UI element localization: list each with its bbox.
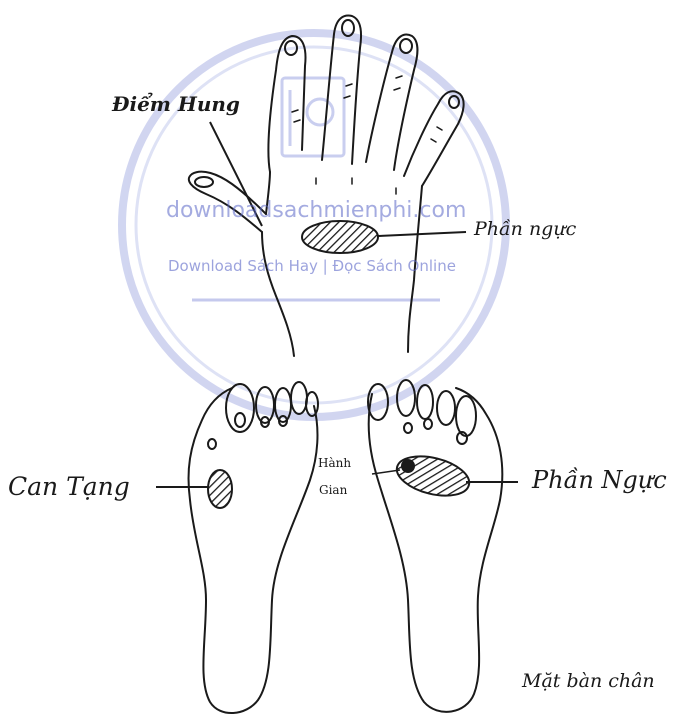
leader-phan-nguc-hand [378,232,466,236]
watermark-tagline: Download Sách Hay | Đọc Sách Online [168,257,456,275]
label-hanh-gian-2: Gian [319,484,347,497]
liver-zone [208,470,232,508]
hanh-gian-point [401,459,415,473]
label-diem-hung: Điểm Hung [112,92,240,116]
chest-zone-hand [302,221,378,253]
label-can-tang: Can Tạng [8,472,130,501]
chest-zone-foot [393,450,474,503]
label-hanh-gian-1: Hành [318,457,351,470]
left-foot-drawing [189,382,319,713]
label-mat-ban-chan: Mặt bàn chân [522,670,655,692]
label-phan-nguc-foot: Phần Ngực [532,466,667,494]
watermark-site: downloadsachmienphi.com [166,198,466,223]
right-foot-drawing [368,380,502,712]
label-phan-nguc-hand: Phần ngực [474,218,576,240]
